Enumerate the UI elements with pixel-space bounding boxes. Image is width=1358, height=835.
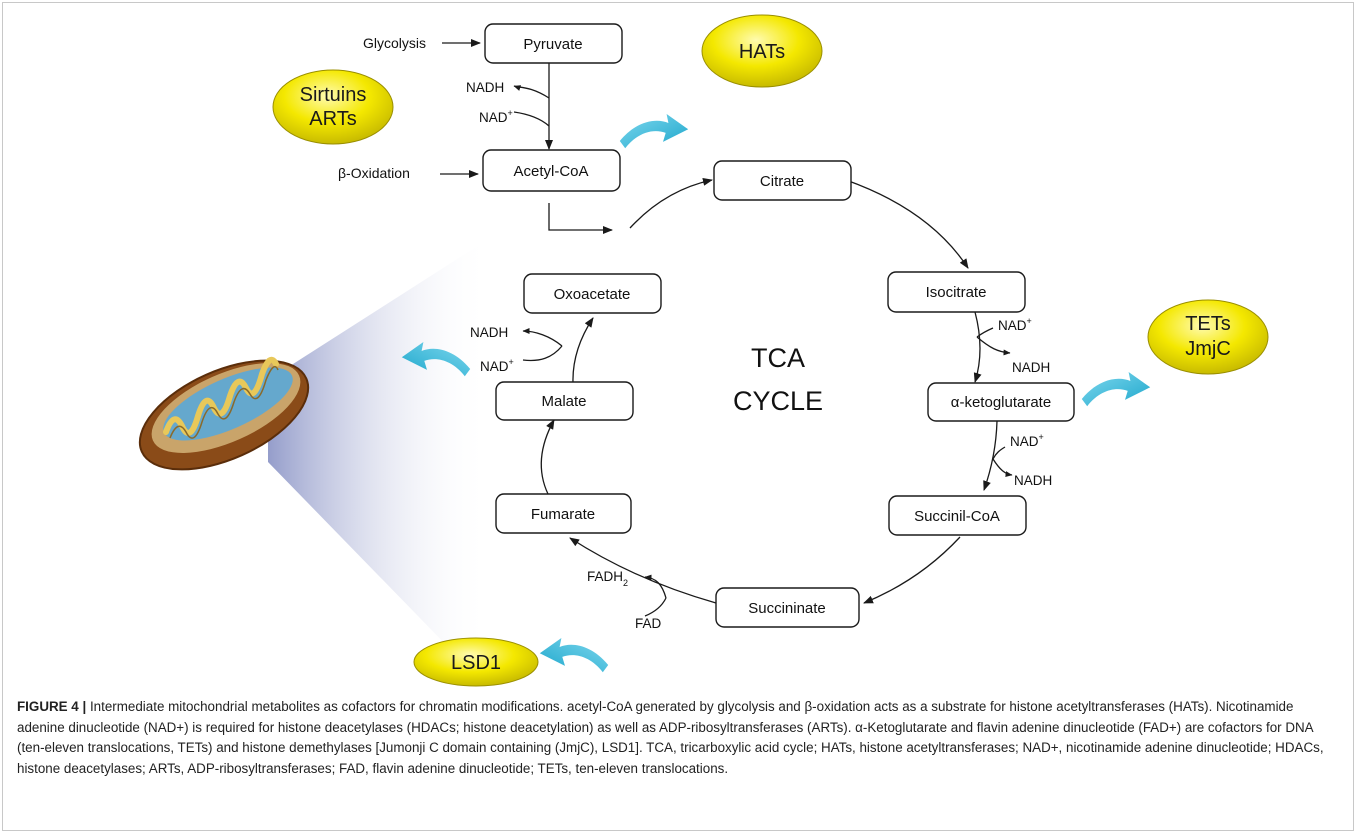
enzyme-tets-jmjc: TETs JmjC [1147,299,1269,375]
tca-cycle-diagram: Sirtuins ARTs HATs TETs JmjC LSD1 Glycol… [138,14,1269,690]
input-beta-oxidation: β-Oxidation [338,165,410,181]
cofactor-nad-isocitrate: NAD+ [998,316,1032,333]
nadh-branch-top [513,85,550,99]
svg-text:Oxoacetate: Oxoacetate [554,286,631,303]
enzyme-hats: HATs [701,14,823,88]
node-isocitrate: Isocitrate [887,271,1026,313]
svg-text:Fumarate: Fumarate [531,506,595,523]
enzyme-sirtuins-arts: Sirtuins ARTs [272,69,394,145]
cofactor-nadh-akg: NADH [1014,473,1052,488]
svg-text:Isocitrate: Isocitrate [926,284,987,301]
cofactor-fad: FAD [635,616,662,631]
nadh-branch-akg [992,458,1013,478]
blue-arrow-to-tets [1081,372,1151,407]
node-malate: Malate [495,381,634,421]
blue-arrow-to-hats [619,114,689,149]
node-acetyl-coa: Acetyl-CoA [482,149,621,192]
node-pyruvate: Pyruvate [484,23,623,64]
nad-branch-malate [522,345,563,362]
input-glycolysis: Glycolysis [363,35,426,51]
nad-branch-top [513,111,550,127]
cofactor-nadh-isocitrate: NADH [1012,360,1050,375]
nad-branch-isocitrate [976,327,994,338]
node-oxoacetate: Oxoacetate [523,273,662,314]
svg-text:α-ketoglutarate: α-ketoglutarate [951,394,1051,411]
svg-text:Acetyl-CoA: Acetyl-CoA [513,163,588,180]
acetylcoa-to-cycle-arrow [548,203,613,234]
enzyme-label-jmjc: JmjC [1185,338,1231,360]
blue-arrow-to-lsd1 [539,638,609,673]
cofactor-nadh-malate: NADH [470,325,508,340]
cofactor-fadh2: FADH2 [587,569,628,588]
cycle-arrows [540,177,998,604]
node-succininate: Succininate [715,587,860,628]
enzyme-label-arts: ARTs [309,108,356,130]
svg-text:Pyruvate: Pyruvate [523,36,582,53]
svg-text:Citrate: Citrate [760,173,804,190]
tca-label-line2: CYCLE [733,386,823,416]
cofactor-nad-malate: NAD+ [480,357,514,374]
tca-label-line1: TCA [751,343,805,373]
cofactor-nadh-top: NADH [466,80,504,95]
enzyme-label-lsd1: LSD1 [451,652,501,674]
svg-text:Succininate: Succininate [748,600,826,617]
node-citrate: Citrate [713,160,852,201]
figure-caption-text: Intermediate mitochondrial metabolites a… [17,699,1324,776]
figure-caption-label: FIGURE 4 | [17,699,87,714]
node-a-ketoglutarate: α-ketoglutarate [927,382,1075,422]
enzyme-label-sirtuins: Sirtuins [300,84,367,106]
nad-branch-akg [992,446,1006,460]
node-fumarate: Fumarate [495,493,632,534]
enzyme-lsd1: LSD1 [413,637,539,687]
cofactor-nad-top: NAD+ [479,108,513,125]
figure-caption: FIGURE 4 | Intermediate mitochondrial me… [17,697,1342,779]
nadh-branch-isocitrate [976,336,1011,356]
zoom-beam [268,238,490,690]
cofactor-nad-akg: NAD+ [1010,432,1044,449]
node-succinil-coa: Succinil-CoA [888,495,1027,536]
svg-text:Succinil-CoA: Succinil-CoA [914,508,1000,525]
svg-text:Malate: Malate [541,393,586,410]
mitochondrion-illustration [138,238,490,690]
nadh-branch-malate [522,328,563,347]
enzyme-label-tets: TETs [1185,313,1231,335]
fad-branch [644,597,667,617]
fadh2-branch [644,574,667,599]
enzyme-label-hats: HATs [739,41,785,63]
